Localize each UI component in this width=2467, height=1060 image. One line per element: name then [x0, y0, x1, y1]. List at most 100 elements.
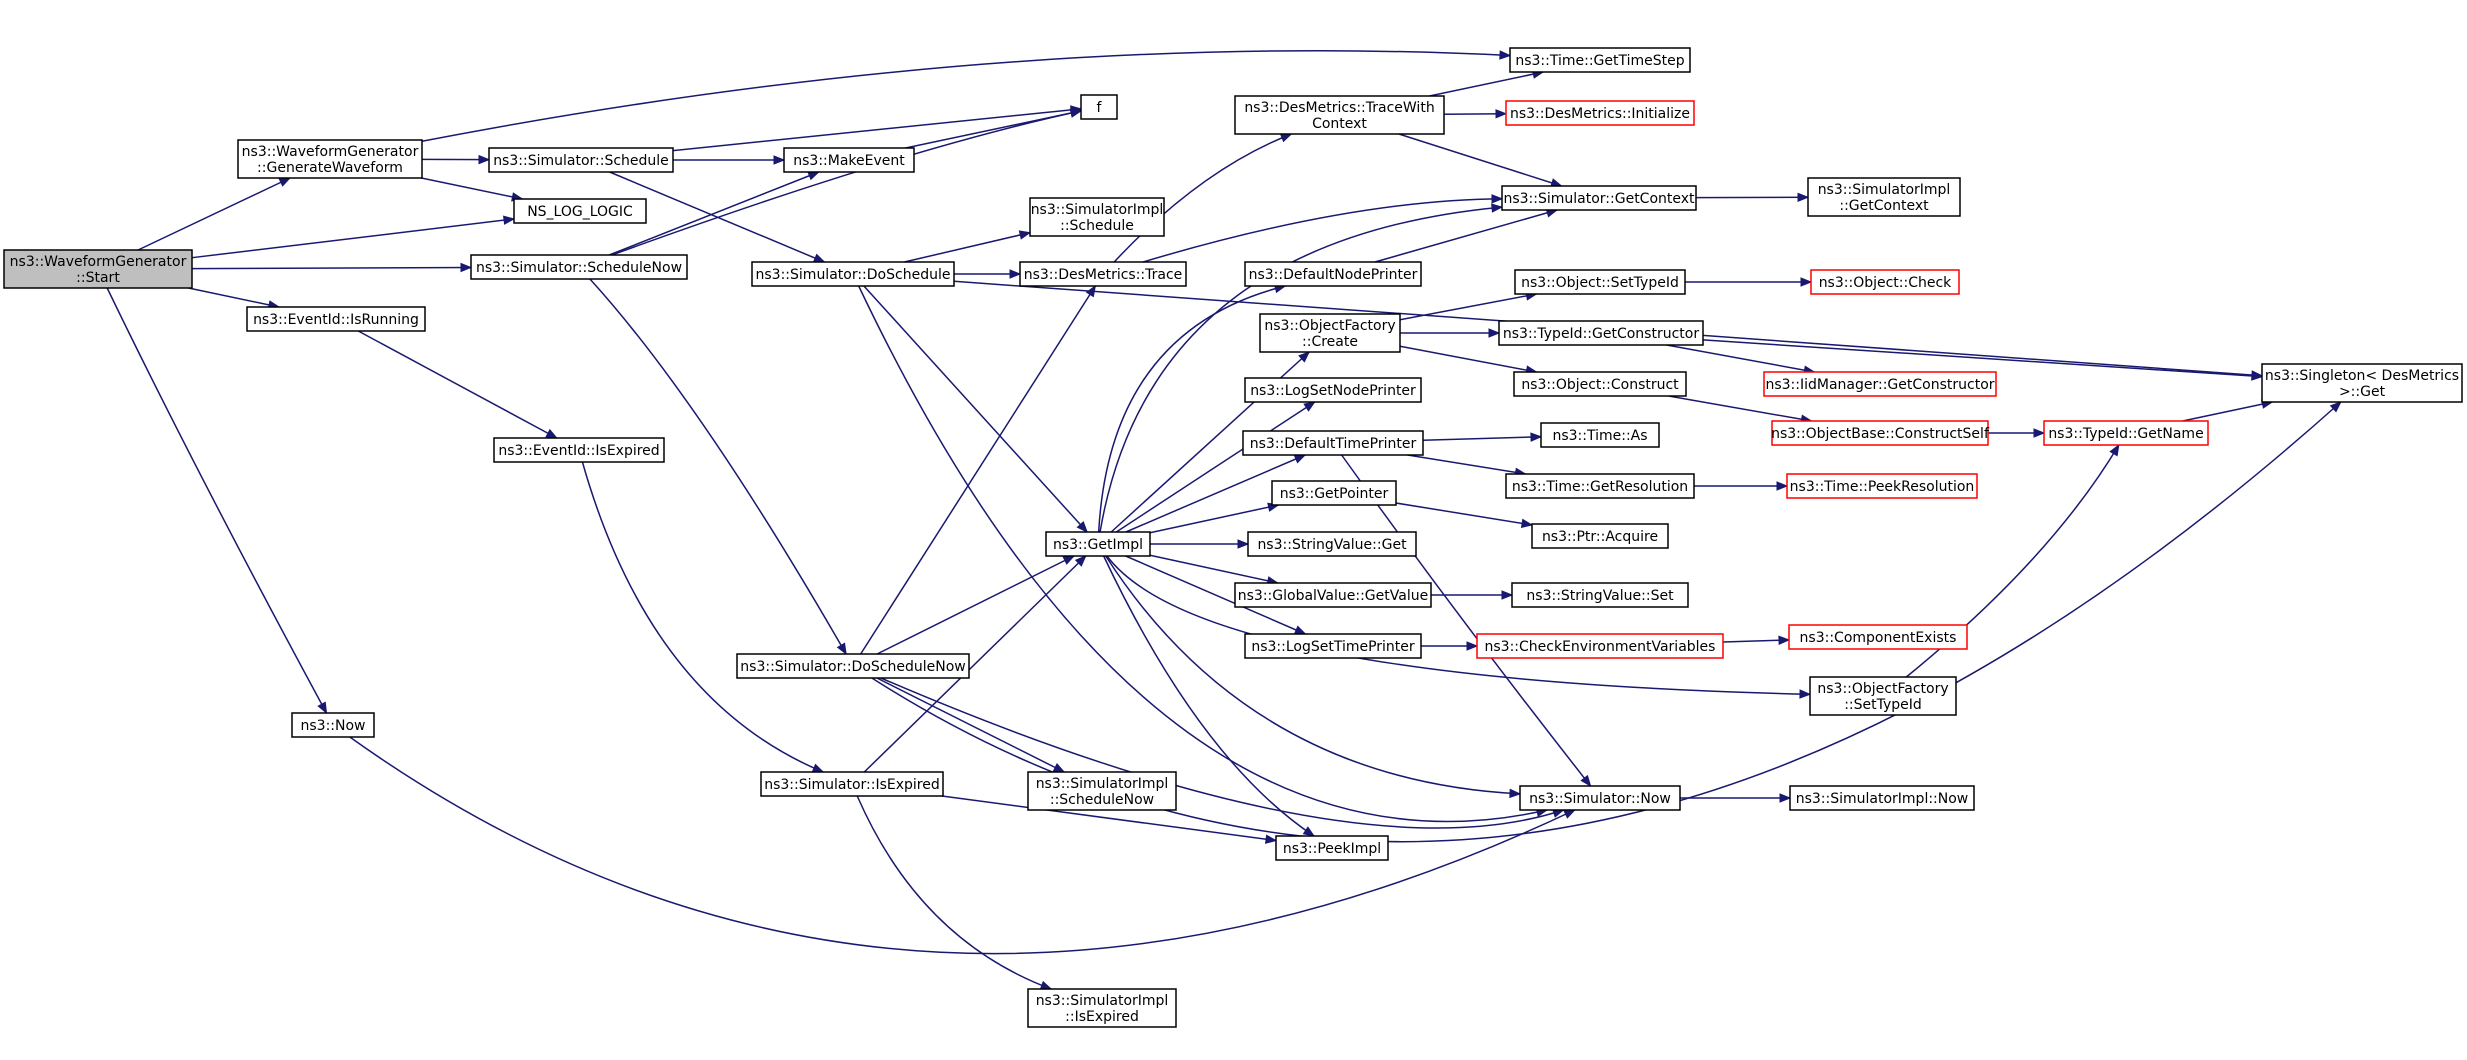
node-label: ns3::Object::Construct — [1521, 377, 1679, 393]
node-getpointer[interactable]: ns3::GetPointer — [1271, 480, 1397, 506]
edge-ofcreate-to-setypeid — [1399, 291, 1538, 321]
edge-genwave-to-schedule — [421, 154, 491, 165]
node-getctor[interactable]: ns3::TypeId::GetConstructor — [1498, 320, 1704, 346]
node-objcheck[interactable]: ns3::Object::Check — [1810, 269, 1960, 295]
node-timeres[interactable]: ns3::Time::GetResolution — [1505, 473, 1695, 499]
node-getcontext[interactable]: ns3::Simulator::GetContext — [1501, 185, 1697, 211]
node-label: ns3::StringValue::Get — [1257, 537, 1407, 553]
node-gvget[interactable]: ns3::GlobalValue::GetValue — [1234, 582, 1432, 608]
node-box — [1513, 371, 1687, 397]
node-setypeid[interactable]: ns3::Object::SetTypeId — [1514, 269, 1686, 295]
node-deftimeprinter[interactable]: ns3::DefaultTimePrinter — [1242, 430, 1424, 456]
node-box — [1275, 835, 1389, 861]
node-simimplnow[interactable]: ns3::SimulatorImpl::Now — [1789, 785, 1975, 811]
node-singleton[interactable]: ns3::Singleton< DesMetrics >::Get — [2261, 363, 2463, 403]
node-label: ::Create — [1302, 334, 1358, 350]
edge-schedule-to-f — [672, 105, 1083, 152]
node-typeidname[interactable]: ns3::TypeId::GetName — [2043, 420, 2209, 446]
node-label: ns3::PeekImpl — [1283, 841, 1381, 857]
edge-typeidname-to-singleton — [2182, 399, 2274, 422]
node-label: f — [1097, 100, 1103, 116]
edge-doschednow-to-simimplschednow — [876, 677, 1066, 773]
node-timestep[interactable]: ns3::Time::GetTimeStep — [1509, 47, 1691, 73]
node-getimpl[interactable]: ns3::GetImpl — [1045, 531, 1151, 557]
node-strget[interactable]: ns3::StringValue::Get — [1247, 531, 1417, 557]
node-label: ns3::GetImpl — [1053, 537, 1143, 553]
node-box — [1789, 785, 1975, 811]
node-isrunning[interactable]: ns3::EventId::IsRunning — [246, 306, 426, 332]
node-start[interactable]: ns3::WaveformGenerator::Start — [3, 249, 193, 289]
edge-start-to-schednow — [191, 262, 473, 273]
node-simnow[interactable]: ns3::Simulator::Now — [1519, 785, 1681, 811]
node-doschednow[interactable]: ns3::Simulator::DoScheduleNow — [736, 653, 970, 679]
node-box — [3, 249, 193, 289]
node-peekimpl[interactable]: ns3::PeekImpl — [1275, 835, 1389, 861]
node-box — [246, 306, 426, 332]
node-box — [1505, 473, 1695, 499]
edge-getimpl-to-ofsettype — [1106, 555, 1812, 699]
node-f[interactable]: f — [1080, 94, 1118, 120]
node-checkenv[interactable]: ns3::CheckEnvironmentVariables — [1476, 633, 1724, 659]
edge-getimpl-to-logsetnode — [1115, 401, 1316, 533]
node-box — [1807, 177, 1961, 217]
node-box — [1531, 523, 1669, 549]
node-logsetnode[interactable]: ns3::LogSetNodePrinter — [1244, 377, 1422, 403]
node-peekres[interactable]: ns3::Time::PeekResolution — [1786, 473, 1978, 499]
edge-objconstruct-to-constructself — [1668, 395, 1813, 424]
node-box — [1514, 269, 1686, 295]
node-box — [1788, 624, 1968, 650]
edge-destrace-to-tracectx — [1113, 133, 1293, 263]
node-label: ::Start — [76, 270, 120, 286]
node-box — [736, 653, 970, 679]
node-makeevent[interactable]: ns3::MakeEvent — [783, 147, 915, 173]
node-box — [1271, 480, 1397, 506]
node-iidgetctor[interactable]: ns3::IidManager::GetConstructor — [1763, 371, 1997, 397]
node-label: ns3::SimulatorImpl — [1818, 182, 1951, 198]
edge-getimpl-to-peekimpl — [1102, 555, 1316, 837]
node-objconstruct[interactable]: ns3::Object::Construct — [1513, 371, 1687, 397]
edge-destrace-to-getcontext — [1142, 194, 1504, 263]
node-label: ::GetContext — [1839, 198, 1929, 214]
node-schedule[interactable]: ns3::Simulator::Schedule — [488, 147, 674, 173]
node-label: ns3::SimulatorImpl — [1036, 776, 1169, 792]
edge-getimpl-to-simnow — [1105, 555, 1522, 799]
node-simexpired[interactable]: ns3::Simulator::IsExpired — [760, 771, 944, 797]
node-simimplgetctx[interactable]: ns3::SimulatorImpl::GetContext — [1807, 177, 1961, 217]
node-simimplschednow[interactable]: ns3::SimulatorImpl::ScheduleNow — [1027, 771, 1177, 811]
edge-simnow-to-simimplnow — [1680, 793, 1792, 803]
node-label: ns3::LogSetNodePrinter — [1250, 383, 1416, 399]
node-label: ns3::ObjectFactory — [1264, 318, 1395, 334]
node-logsettime[interactable]: ns3::LogSetTimePrinter — [1244, 633, 1422, 659]
edge-simexpired-to-getimpl — [863, 555, 1087, 773]
node-desinit[interactable]: ns3::DesMetrics::Initialize — [1505, 100, 1695, 126]
edge-start-to-now — [106, 287, 328, 715]
node-ofcreate[interactable]: ns3::ObjectFactory::Create — [1259, 313, 1401, 353]
node-strset[interactable]: ns3::StringValue::Set — [1511, 582, 1689, 608]
node-isexpired[interactable]: ns3::EventId::IsExpired — [493, 437, 665, 463]
node-box — [1810, 269, 1960, 295]
node-destrace[interactable]: ns3::DesMetrics::Trace — [1019, 261, 1187, 287]
node-defnodeprinter[interactable]: ns3::DefaultNodePrinter — [1244, 261, 1422, 287]
node-timeas[interactable]: ns3::Time::As — [1540, 422, 1660, 448]
edge-start-to-nslog — [191, 215, 516, 259]
node-compexists[interactable]: ns3::ComponentExists — [1788, 624, 1968, 650]
node-nslog[interactable]: NS_LOG_LOGIC — [513, 198, 647, 224]
node-simimplexpired[interactable]: ns3::SimulatorImpl::IsExpired — [1027, 988, 1177, 1028]
node-box — [1244, 633, 1422, 659]
node-simimplschedule[interactable]: ns3::SimulatorImpl::Schedule — [1029, 197, 1165, 237]
edge-schednow-to-makeevent — [609, 171, 820, 256]
node-label: ns3::DefaultTimePrinter — [1250, 436, 1417, 452]
edge-timeres-to-peekres — [1694, 481, 1789, 491]
node-schednow[interactable]: ns3::Simulator::ScheduleNow — [470, 254, 688, 280]
node-constructself[interactable]: ns3::ObjectBase::ConstructSelf — [1771, 420, 1990, 446]
node-ptracq[interactable]: ns3::Ptr::Acquire — [1531, 523, 1669, 549]
node-ofsettype[interactable]: ns3::ObjectFactory::SetTypeId — [1809, 676, 1957, 716]
node-label: ns3::EventId::IsRunning — [253, 312, 419, 328]
edges-layer — [106, 50, 2342, 990]
edge-tracectx-to-getcontext — [1398, 133, 1563, 188]
node-genwave[interactable]: ns3::WaveformGenerator::GenerateWaveform — [237, 139, 423, 179]
node-dosched[interactable]: ns3::Simulator::DoSchedule — [751, 261, 955, 287]
edge-getimpl-to-getpointer — [1149, 502, 1280, 534]
node-now[interactable]: ns3::Now — [291, 712, 375, 738]
